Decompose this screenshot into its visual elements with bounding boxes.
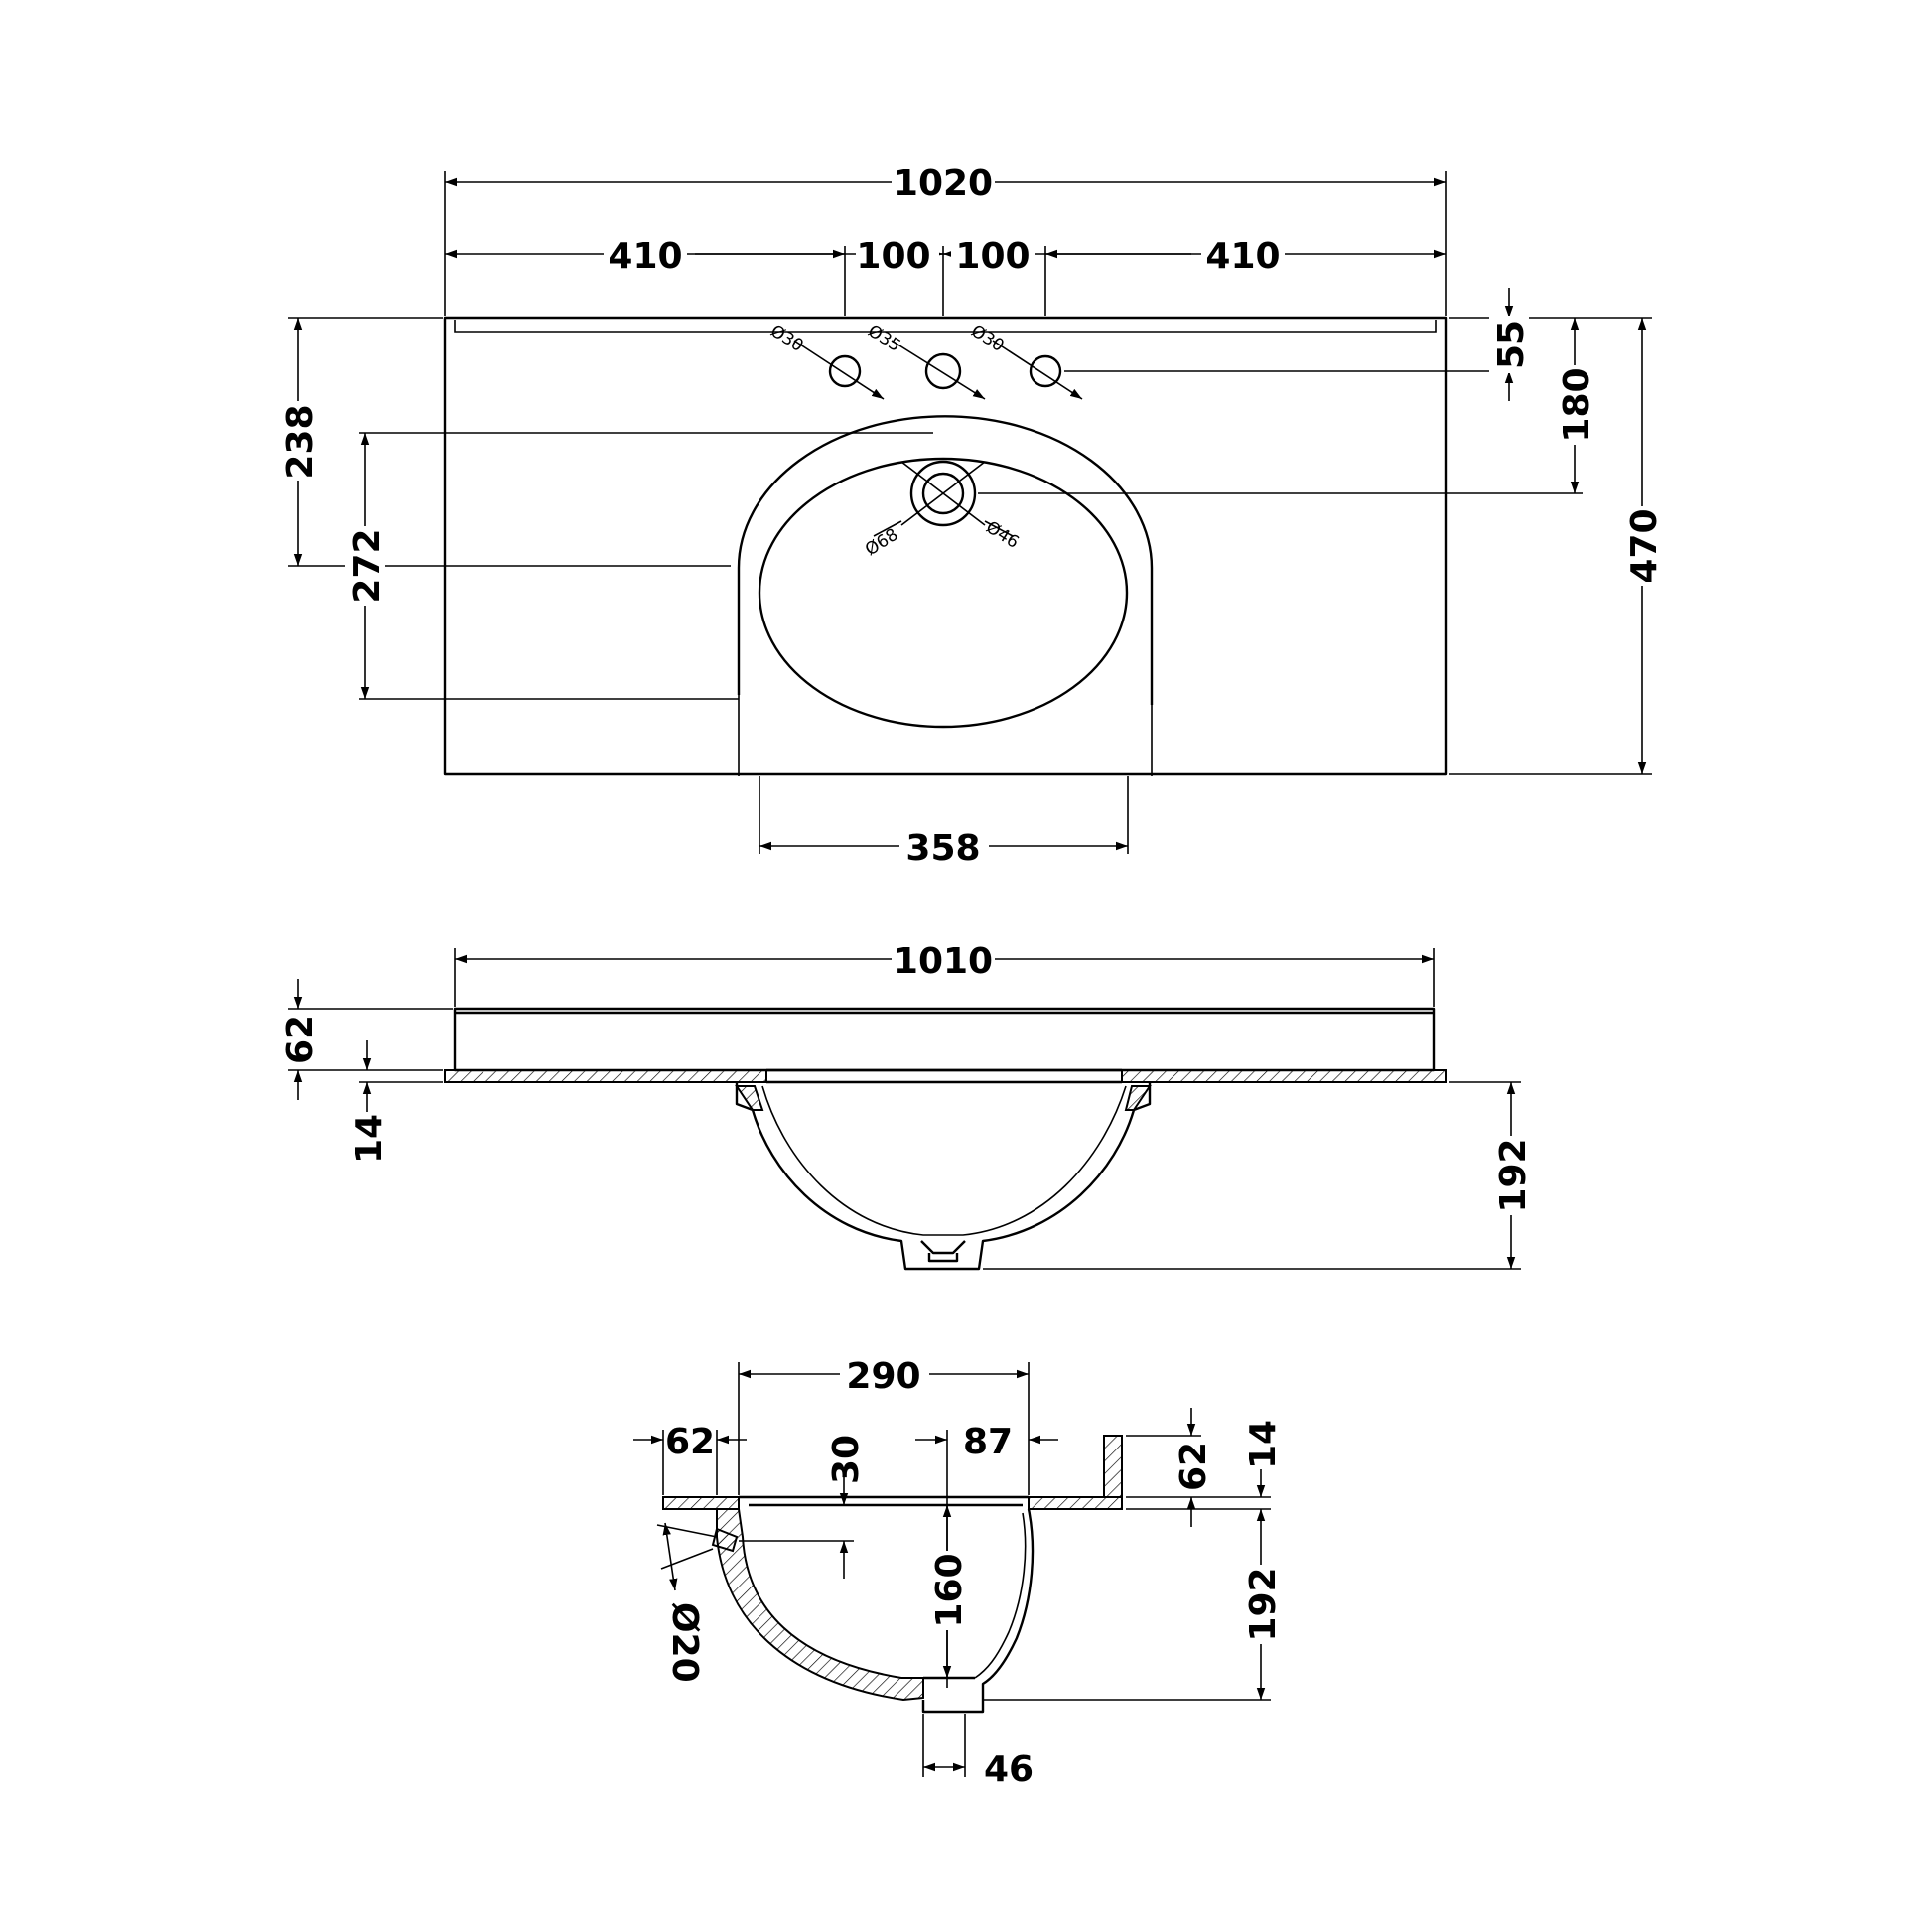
section-top-thickness-dim: 14: [1243, 1420, 1284, 1469]
bowl-inner: [758, 457, 1129, 729]
section-upstand-height-dim: 62: [665, 1422, 715, 1462]
label-bg: [345, 526, 385, 606]
front-waste: [920, 1240, 966, 1263]
hole-spacing-right-dim: 410: [1205, 236, 1280, 277]
section-overflow-dim: Ø20: [664, 1602, 705, 1683]
front-bowl-lugs: [735, 1085, 764, 1111]
section-bowl-width-dim: 290: [846, 1356, 920, 1397]
section-bowl-shell: [716, 1508, 924, 1702]
section-overflow: [711, 1527, 739, 1553]
label-bg: [1201, 232, 1285, 274]
tap-hole-left: [828, 354, 862, 388]
tap-right-pointer: [992, 340, 1083, 400]
front-bowl-inner: [761, 1085, 1127, 1236]
section-bowl-right-inner: [974, 1512, 1027, 1679]
section-slab-right: [1028, 1496, 1123, 1510]
bowl-depth-dim: 272: [347, 528, 388, 603]
section-overall-height-dim: 192: [1243, 1567, 1284, 1641]
hole-spacing-mid-right-dim: 100: [955, 236, 1030, 277]
hole-spacing-left-dim: 410: [608, 236, 682, 277]
label-bg: [1489, 316, 1529, 373]
back-to-bowl-centre-dim: 238: [280, 404, 321, 479]
waste-pointer-a: [873, 520, 902, 537]
label-bg: [1491, 1136, 1531, 1215]
bowl-rim-extension: [738, 695, 1153, 776]
front-upstand-height-dim: 62: [280, 1015, 321, 1064]
label-bg: [856, 232, 939, 274]
tap-left-pointer: [793, 340, 885, 400]
label-bg: [899, 824, 989, 866]
waste-diag-2: [900, 461, 986, 526]
hole-spacing-mid-left-dim: 100: [856, 236, 930, 277]
back-to-waste-dim: 180: [1557, 367, 1597, 442]
section-slab-left: [662, 1496, 740, 1510]
section-bowl-right: [981, 1508, 1035, 1700]
back-to-taps-dim: 55: [1491, 320, 1532, 369]
rear-upstand-lip: [454, 320, 1437, 333]
waste-outer-circle: [909, 460, 977, 527]
section-view: Ø20 290 62 30 87 160 62: [633, 1352, 1284, 1790]
front-bowl-height-dim: 192: [1493, 1138, 1534, 1212]
section-upstand-side-dim: 62: [1173, 1442, 1214, 1491]
tap-hole-right: [1029, 354, 1062, 388]
section-inner-depth-dim: 160: [929, 1553, 970, 1627]
label-bg: [927, 1551, 967, 1630]
label-bg: [892, 937, 995, 979]
plan-view: Ø30 Ø35 Ø30 Ø68 Ø46 1020 410 100 100 410: [278, 159, 1665, 869]
section-rim-offset-dim: 30: [826, 1435, 867, 1484]
label-bg: [1555, 365, 1594, 445]
label-bg: [892, 159, 995, 201]
label-bg: [604, 232, 687, 274]
section-upstand: [1103, 1435, 1123, 1498]
waste-pointer-b: [984, 520, 1014, 537]
front-elevation: 1010 62 14 192: [278, 937, 1534, 1271]
tap-hole-left-dim: Ø30: [766, 321, 806, 356]
front-bowl-outer: [735, 1082, 1152, 1271]
bowl-width-dim: 358: [905, 828, 980, 869]
section-waste: [921, 1676, 985, 1714]
label-bg: [1172, 1440, 1211, 1493]
label-bg: [278, 1015, 318, 1064]
front-top-slab-right: [1121, 1069, 1447, 1083]
waste-inner-circle: [921, 472, 965, 515]
bowl-outer-rim: [737, 415, 1154, 705]
front-top-slab: [444, 1069, 767, 1083]
overall-depth-dim: 470: [1624, 508, 1665, 583]
section-waste-width-dim: 46: [984, 1749, 1034, 1790]
overall-width-dim: 1020: [894, 163, 993, 204]
front-bowl-lugs-right: [1124, 1085, 1152, 1111]
tap-centre-pointer: [891, 340, 986, 400]
label-bg: [1622, 506, 1662, 586]
tap-hole-centre: [924, 352, 962, 390]
waste-outer-dim: Ø68: [862, 525, 901, 561]
label-bg: [951, 232, 1035, 274]
vanity-top-outline: [443, 316, 1448, 776]
front-top-width-dim: 1010: [894, 941, 993, 982]
front-upstand: [453, 1007, 1436, 1072]
overflow-dim-line: [662, 1522, 678, 1591]
front-top-thickness-dim: 14: [349, 1114, 390, 1164]
tap-hole-centre-dim: Ø35: [864, 321, 903, 356]
section-right-offset-dim: 87: [963, 1422, 1013, 1462]
label-bg: [1241, 1565, 1281, 1644]
tap-hole-right-dim: Ø30: [967, 321, 1007, 356]
label-bg: [278, 401, 318, 481]
label-bg: [840, 1352, 929, 1394]
